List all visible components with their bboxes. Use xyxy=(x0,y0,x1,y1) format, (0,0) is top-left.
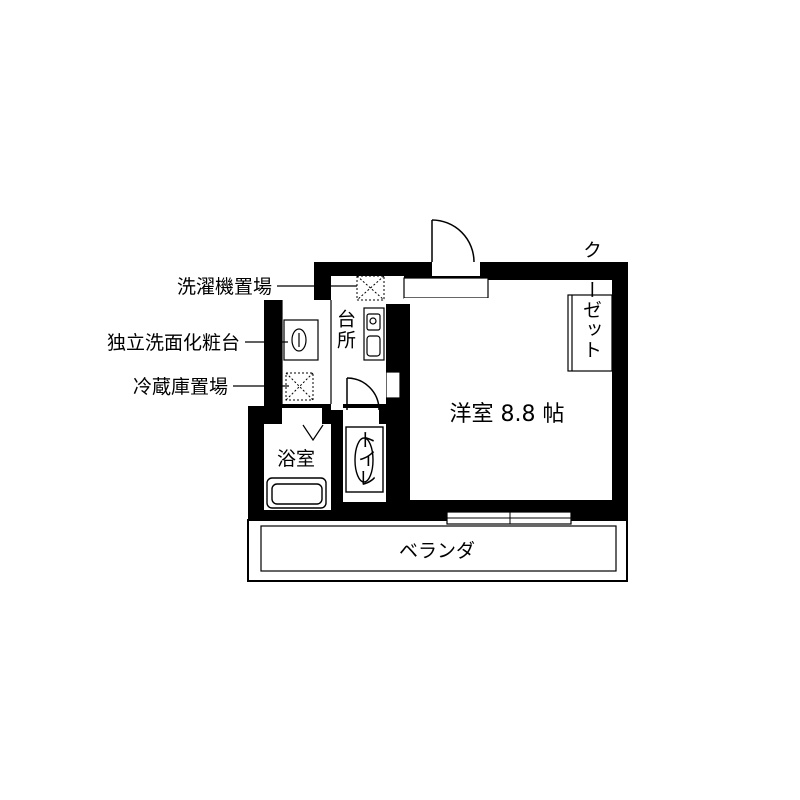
closet xyxy=(567,294,613,372)
label-veranda: ベランダ xyxy=(399,540,475,562)
washstand-sink xyxy=(283,319,319,361)
label-main-room: 洋室 8.8 帖 xyxy=(450,402,565,427)
toilet-door xyxy=(346,377,380,411)
veranda-area xyxy=(247,519,628,582)
entrance-door xyxy=(431,219,475,263)
bathtub-icon xyxy=(266,477,327,509)
label-washstand: 独立洗面化粧台 xyxy=(107,332,240,354)
label-closet: クローゼット xyxy=(580,240,602,360)
openings xyxy=(282,262,572,525)
label-fridge-space: 冷蔵庫置場 xyxy=(133,376,228,398)
bath-vent-icon xyxy=(302,424,324,442)
toilet-icon xyxy=(345,426,384,493)
kitchen-counter xyxy=(363,307,385,361)
label-washer-space: 洗濯機置場 xyxy=(177,276,272,298)
partitions xyxy=(281,300,332,404)
washroom-wall xyxy=(264,404,386,410)
callout-lines xyxy=(233,285,357,387)
fridge-space xyxy=(285,372,314,401)
label-toilet: トイレ xyxy=(355,430,377,487)
entrance-step xyxy=(403,277,489,299)
label-kitchen: 台所 xyxy=(334,309,356,351)
washer-space xyxy=(356,275,385,301)
label-bath: 浴室 xyxy=(277,448,315,470)
interior xyxy=(264,276,612,510)
